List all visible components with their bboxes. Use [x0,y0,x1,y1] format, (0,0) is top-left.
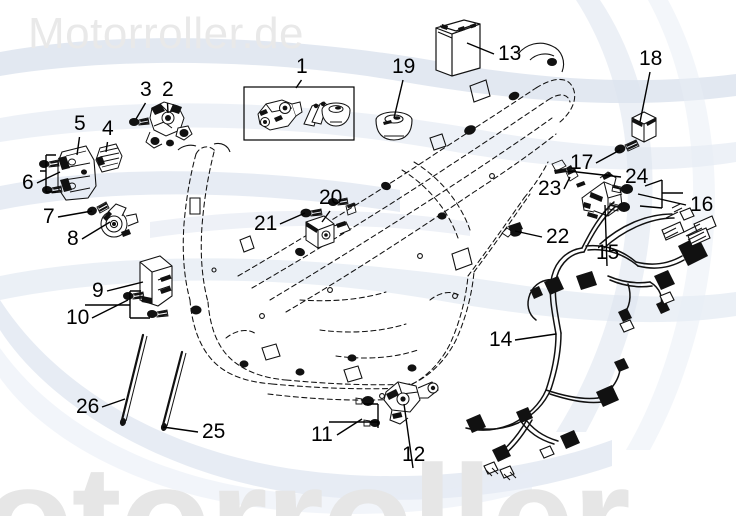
leader-line-23 [563,176,571,190]
bolt-3 [129,117,150,126]
callout-number-23: 23 [538,177,562,200]
screw-20-small [328,197,349,206]
leader-line-19 [393,79,404,119]
callout-brackets [40,154,683,428]
ignition-switch-assembly [129,101,193,149]
callout-number-16: 16 [690,193,714,216]
leader-line-26 [101,398,126,408]
callout-number-9: 9 [92,279,104,302]
watermark-bottom-text: otorroller [0,434,629,516]
leader-line-4 [105,141,109,153]
leader-line-17 [595,149,621,164]
leader-line-2 [166,102,169,114]
callout-number-26: 26 [76,395,100,418]
callout-number-5: 5 [74,112,86,135]
screw-16a [611,184,633,194]
leader-line-3 [135,102,147,120]
callout-number-21: 21 [254,212,278,235]
cable-tie-24 [551,159,573,174]
lock-set-box [243,86,355,141]
leader-line-22 [514,230,543,238]
leader-line-25 [162,426,199,433]
starter-relay-12 [383,381,439,425]
bracket-20-small [345,202,357,216]
callout-number-7: 7 [43,205,55,228]
callout-number-11: 11 [311,423,333,446]
callout-number-17: 17 [570,151,594,174]
regulator-20 [305,197,357,249]
leader-line-6 [36,171,61,184]
relay-bracket-5 [57,145,97,201]
leader-line-7 [57,210,93,218]
bolt-10b [147,309,169,318]
leader-line-1 [295,79,303,89]
leader-line-13 [466,42,495,55]
long-rod-26 [119,333,148,426]
callout-number-1: 1 [296,55,308,78]
screws-16 [608,184,633,212]
callout-number-2: 2 [162,78,174,101]
callout-number-22: 22 [546,225,570,248]
callout-number-10: 10 [66,306,90,329]
leader-line-5 [76,136,81,156]
callout-number-20: 20 [319,186,343,209]
callout-number-8: 8 [67,227,79,250]
leader-line-10 [91,299,129,319]
callout-number-19: 19 [392,55,416,78]
frame-solid-details [177,42,565,399]
callout-number-25: 25 [202,420,226,443]
callout-number-24: 24 [625,165,649,188]
cdi-unit-9 [139,255,173,307]
leader-line-14 [514,333,557,341]
callout-number-15: 15 [596,241,620,264]
callout-number-3: 3 [140,78,152,101]
horn-cover-19 [375,111,413,141]
horn-8 [100,203,139,238]
leader-line-15 [604,204,608,267]
leader-line-12 [403,403,414,469]
leader-line-20 [321,210,331,223]
leader-line-24 [567,170,622,178]
scooter-frame-outline [182,78,576,401]
leader-line-21 [279,212,306,225]
callout-number-18: 18 [639,47,663,70]
leader-line-9 [106,281,144,292]
callout-number-13: 13 [498,42,522,65]
callout-number-4: 4 [102,117,114,140]
clip-22 [501,222,523,238]
callout-number-12: 12 [402,443,426,466]
bolt-21 [300,208,323,218]
rubber-grommet-18 [631,111,657,143]
leader-line-8 [81,221,111,240]
callout-number-14: 14 [489,328,513,351]
battery-13 [435,19,481,77]
harness-connectors [466,203,717,481]
callout-number-6: 6 [22,171,34,194]
watermark-top-text: Motorroller.de [28,9,304,58]
connector-4 [95,143,123,173]
leader-line-18 [639,71,651,123]
